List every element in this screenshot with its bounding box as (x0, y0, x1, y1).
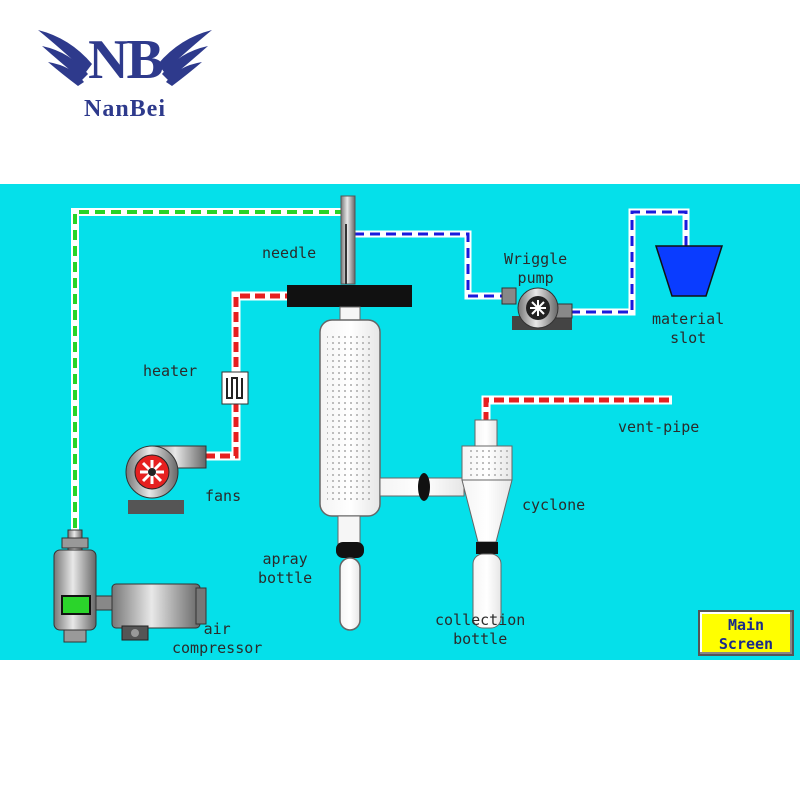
compressor-icon (53, 529, 207, 643)
liquid-line (354, 208, 690, 316)
cyclone-label: cyclone (522, 496, 586, 514)
heater-icon (221, 371, 249, 405)
logo-word: NanBei (83, 96, 166, 122)
needle-label: needle (262, 244, 317, 262)
logo-letters: NB (88, 29, 164, 91)
vent-pipe (481, 395, 672, 422)
heater-label: heater (143, 362, 198, 380)
collection-bottle-label: collection bottle (435, 611, 526, 648)
nanbei-logo: NB NanBei (30, 20, 220, 130)
material-slot-label: material slot (652, 310, 725, 347)
wings-icon (38, 30, 212, 86)
process-diagram (53, 195, 724, 643)
needle (340, 195, 356, 285)
air-compressor-label: air compressor (172, 620, 263, 657)
connecting-pipe (379, 473, 465, 501)
spray-bottle-label: apray bottle (258, 550, 313, 587)
fans-label: fans (205, 487, 242, 505)
spray-chamber (319, 306, 381, 631)
atomizer-plate (287, 285, 412, 307)
wriggle-pump-label: Wriggle pump (504, 250, 568, 287)
material-slot (654, 245, 724, 297)
vent-pipe-label: vent-pipe (618, 418, 700, 436)
main-screen-button[interactable]: Main Screen (698, 610, 794, 656)
pump-icon (501, 287, 573, 330)
air-line (71, 208, 345, 544)
cyclone (461, 419, 513, 629)
fan-icon (125, 445, 207, 514)
